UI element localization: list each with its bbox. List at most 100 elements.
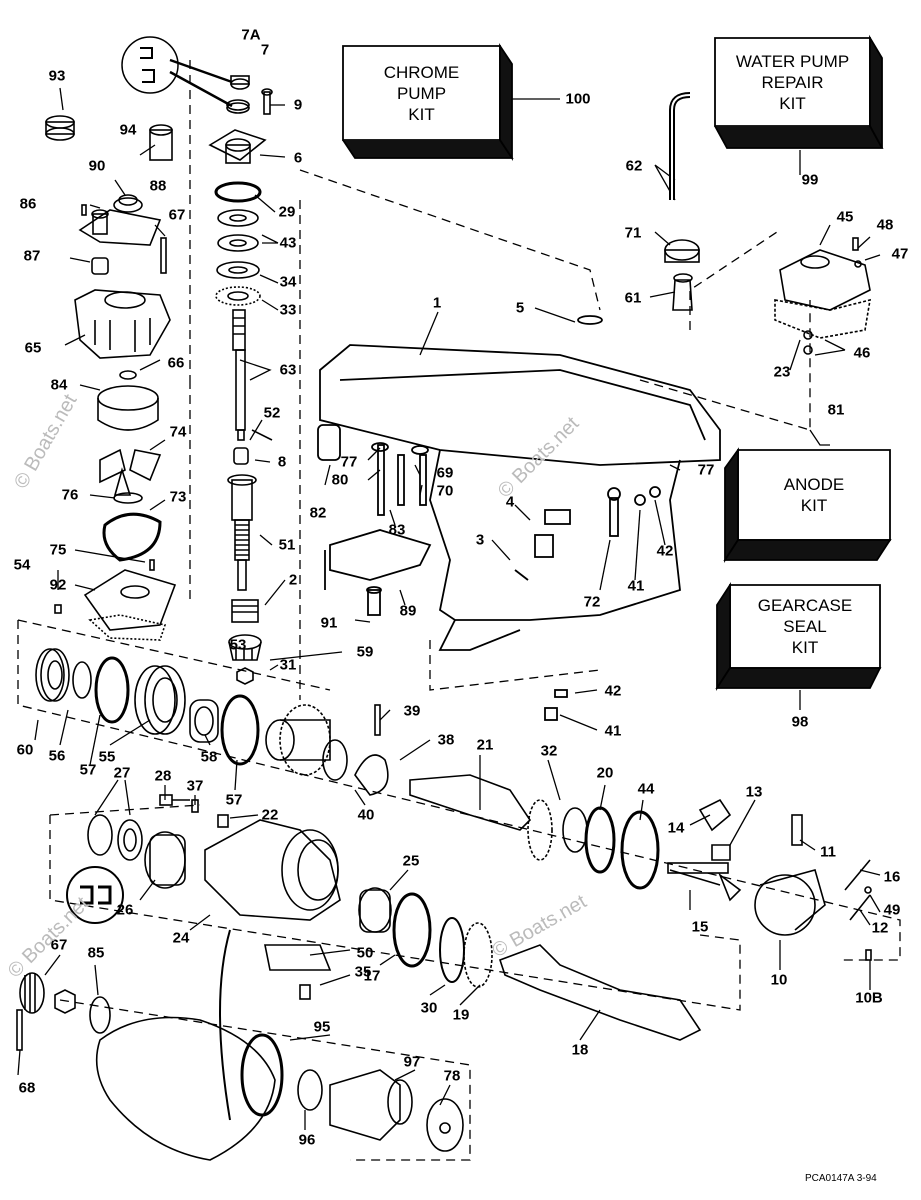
part-label[interactable]: 3 <box>475 531 485 549</box>
part-label[interactable]: 58 <box>200 748 218 766</box>
part-label[interactable]: 34 <box>279 273 297 291</box>
part-label[interactable]: 53 <box>229 636 247 654</box>
part-label[interactable]: 27 <box>113 764 131 782</box>
part-label[interactable]: 97 <box>403 1053 421 1071</box>
part-label[interactable]: 56 <box>48 747 66 765</box>
part-label[interactable]: 39 <box>403 702 421 720</box>
part-label[interactable]: 42 <box>604 682 622 700</box>
part-label[interactable]: 84 <box>50 376 68 394</box>
part-label[interactable]: 88 <box>149 177 167 195</box>
part-label[interactable]: 24 <box>172 929 190 947</box>
part-label[interactable]: 7A <box>241 26 261 44</box>
part-label[interactable]: 10B <box>855 989 883 1007</box>
anode-kit-box[interactable]: ANODE KIT <box>738 450 890 540</box>
part-label[interactable]: 90 <box>88 157 106 175</box>
part-label[interactable]: 89 <box>399 602 417 620</box>
part-label[interactable]: 74 <box>169 423 187 441</box>
part-label[interactable]: 35 <box>354 963 372 981</box>
part-label[interactable]: 25 <box>402 852 420 870</box>
part-label[interactable]: 30 <box>420 999 438 1017</box>
part-label[interactable]: 12 <box>871 919 889 937</box>
part-label[interactable]: 7 <box>260 41 270 59</box>
part-label[interactable]: 47 <box>891 245 909 263</box>
part-label[interactable]: 20 <box>596 764 614 782</box>
part-label[interactable]: 9 <box>293 96 303 114</box>
part-label[interactable]: 21 <box>476 736 494 754</box>
part-label[interactable]: 28 <box>154 767 172 785</box>
part-label[interactable]: 1 <box>432 294 442 312</box>
part-label[interactable]: 78 <box>443 1067 461 1085</box>
part-label[interactable]: 59 <box>356 643 374 661</box>
part-label[interactable]: 2 <box>288 571 298 589</box>
part-label[interactable]: 19 <box>452 1006 470 1024</box>
part-label[interactable]: 86 <box>19 195 37 213</box>
part-label[interactable]: 68 <box>18 1079 36 1097</box>
part-label[interactable]: 57 <box>79 761 97 779</box>
part-label[interactable]: 94 <box>119 121 137 139</box>
part-label[interactable]: 50 <box>356 944 374 962</box>
part-label[interactable]: 77 <box>340 453 358 471</box>
part-label[interactable]: 41 <box>627 577 645 595</box>
part-label[interactable]: 93 <box>48 67 66 85</box>
part-label[interactable]: 45 <box>836 208 854 226</box>
kit-number-100[interactable]: 100 <box>565 90 591 108</box>
part-label[interactable]: 76 <box>61 486 79 504</box>
part-label[interactable]: 91 <box>320 614 338 632</box>
part-label[interactable]: 75 <box>49 541 67 559</box>
part-label[interactable]: 69 <box>436 464 454 482</box>
part-label[interactable]: 10 <box>770 971 788 989</box>
part-label[interactable]: 33 <box>279 301 297 319</box>
part-label[interactable]: 40 <box>357 806 375 824</box>
kit-number-98[interactable]: 98 <box>791 713 809 731</box>
part-label[interactable]: 67 <box>168 206 186 224</box>
part-label[interactable]: 71 <box>624 224 642 242</box>
part-label[interactable]: 42 <box>656 542 674 560</box>
part-label[interactable]: 43 <box>279 234 297 252</box>
part-label[interactable]: 32 <box>540 742 558 760</box>
part-label[interactable]: 96 <box>298 1131 316 1149</box>
part-label[interactable]: 14 <box>667 819 685 837</box>
part-label[interactable]: 87 <box>23 247 41 265</box>
kit-number-99[interactable]: 99 <box>801 171 819 189</box>
part-label[interactable]: 83 <box>388 521 406 539</box>
part-label[interactable]: 54 <box>13 556 31 574</box>
part-label[interactable]: 66 <box>167 354 185 372</box>
part-label[interactable]: 37 <box>186 777 204 795</box>
part-label[interactable]: 51 <box>278 536 296 554</box>
part-label[interactable]: 60 <box>16 741 34 759</box>
part-label[interactable]: 15 <box>691 918 709 936</box>
part-label[interactable]: 11 <box>820 843 836 861</box>
part-label[interactable]: 31 <box>279 656 297 674</box>
part-label[interactable]: 49 <box>883 901 901 919</box>
part-label[interactable]: 48 <box>876 216 894 234</box>
part-label[interactable]: 65 <box>24 339 42 357</box>
part-label[interactable]: 18 <box>571 1041 589 1059</box>
part-label[interactable]: 70 <box>436 482 454 500</box>
part-label[interactable]: 62 <box>625 157 643 175</box>
part-label[interactable]: 82 <box>309 504 327 522</box>
part-label[interactable]: 67 <box>50 936 68 954</box>
part-label[interactable]: 41 <box>604 722 622 740</box>
part-label[interactable]: 72 <box>583 593 601 611</box>
part-label[interactable]: 61 <box>624 289 642 307</box>
part-label[interactable]: 57 <box>225 791 243 809</box>
part-label[interactable]: 55 <box>98 748 116 766</box>
part-label[interactable]: 23 <box>773 363 791 381</box>
part-label[interactable]: 63 <box>279 361 297 379</box>
part-label[interactable]: 26 <box>116 901 134 919</box>
part-label[interactable]: 17 <box>363 967 381 985</box>
part-label[interactable]: 6 <box>293 149 303 167</box>
part-label[interactable]: 77 <box>697 461 715 479</box>
part-label[interactable]: 8 <box>277 453 287 471</box>
gearcase-seal-kit-box[interactable]: GEARCASE SEAL KIT <box>730 585 880 668</box>
part-label[interactable]: 44 <box>637 780 655 798</box>
part-label[interactable]: 16 <box>883 868 901 886</box>
kit-number-81[interactable]: 81 <box>827 401 845 419</box>
part-label[interactable]: 38 <box>437 731 455 749</box>
part-label[interactable]: 92 <box>49 576 67 594</box>
chrome-pump-kit-box[interactable]: CHROME PUMP KIT <box>343 46 500 140</box>
part-label[interactable]: 85 <box>87 944 105 962</box>
part-label[interactable]: 80 <box>331 471 349 489</box>
part-label[interactable]: 52 <box>263 404 281 422</box>
part-label[interactable]: 73 <box>169 488 187 506</box>
